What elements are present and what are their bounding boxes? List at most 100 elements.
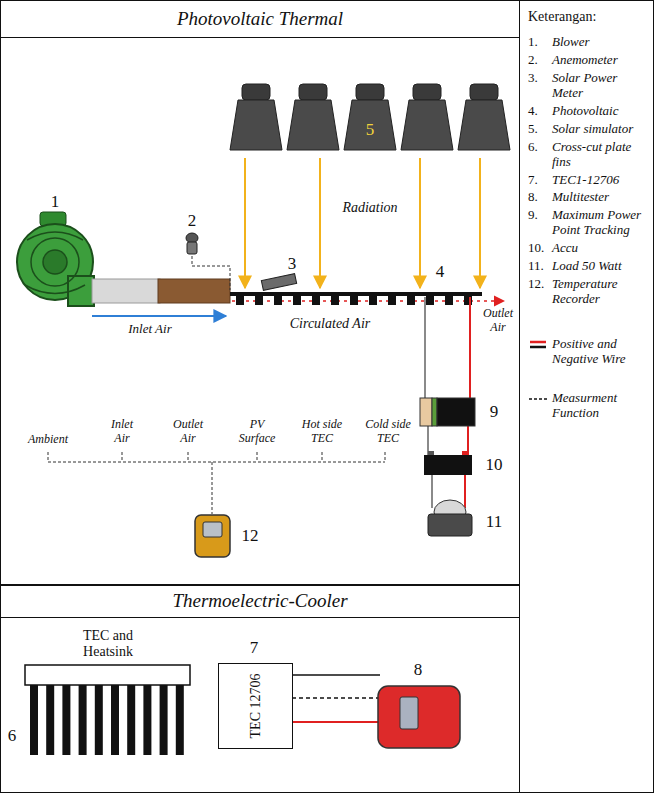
blower-rib [25,232,85,294]
legend-text: Measurment Function [552,391,647,421]
plate-fin [445,296,453,305]
measurement-point: Outlet Air [167,418,209,446]
part-name: Photovoltaic [552,104,647,119]
blower [17,212,94,306]
multitester [378,686,460,748]
circulated-air-arrow [232,300,504,302]
section-heading: Photovoltaic Thermal [1,1,519,38]
legend-panel: Keterangan:1.Blower2.Anemometer3.Solar P… [519,0,654,793]
callout-number: 9 [490,402,499,422]
plate-fin [236,296,244,305]
dashed-line-sample [529,398,547,400]
list-number: 7. [528,173,552,188]
plate-fin [369,296,377,305]
flow-label: Outlet Air [479,307,517,335]
mppt-strip [420,398,432,426]
plate-fin [350,296,358,305]
list-number: 4. [528,104,552,119]
solar-simulator [344,84,396,150]
list-number: 3. [528,71,552,101]
load [428,500,472,536]
measurement-point: Cold side TEC [362,418,414,446]
inlet-air-arrow [92,315,226,317]
recorder-body [195,515,230,557]
part-name: Maximum Power Point Tracking [552,208,647,238]
solar-simulator [287,84,339,150]
callout-number: 12 [242,526,259,546]
part-name: Solar simulator [552,122,647,137]
callout-number: 3 [288,254,297,274]
list-number: 5. [528,122,552,137]
section-heading: Keterangan: [520,1,653,35]
wire [292,674,380,676]
bracket-tick [188,452,189,462]
plate-fin [331,296,339,305]
radiation-arrow [319,158,321,288]
callout-number: 11 [486,512,502,532]
heatsink-fin [46,685,54,755]
heatsink-fin [79,685,87,755]
recorder-screen [203,522,222,537]
positive-wire-sample [530,341,546,344]
accu-terminal [428,451,434,455]
bracket-tick [122,452,123,462]
radiation-arrow [244,158,246,288]
measurement-point: Inlet Air [105,418,139,446]
anemometer-body [187,242,197,254]
part-name: TEC1-12706 [552,173,647,188]
legend: Positive and Negative WireMeasurment Fun… [520,337,653,421]
heatsink-fin [160,685,168,755]
mppt-body [437,398,475,426]
part-name: Load 50 Watt [552,259,647,274]
accu [424,451,472,475]
measurement-point: PV Surface [231,418,283,446]
solar-simulator [230,84,282,150]
plate-fin [426,296,434,305]
solar-simulator [458,84,510,150]
radiation-arrow [479,158,481,288]
negative-wire-sample [530,346,546,349]
lamp-body [401,100,453,150]
heatsink-fin [176,685,184,755]
solar-simulator [401,84,453,150]
part-name: Solar Power Meter [552,71,647,101]
flow-label: Radiation [342,200,397,216]
bracket-line [48,462,385,463]
tec-module-box: TEC 12706 [218,663,293,749]
wire [292,697,380,699]
plate-fin [274,296,282,305]
legend-sample [528,337,548,353]
measurement-point: Hot side TEC [297,418,347,446]
lamp-head [242,84,270,100]
callout-number: 5 [366,120,375,140]
multitester-screen [400,697,418,729]
callout-number: 4 [436,262,445,282]
legend-sample [528,391,548,407]
callout-number: 1 [51,192,60,212]
lamp-head [299,84,327,100]
lamp-body [344,100,396,150]
mppt [420,398,475,426]
list-number: 12. [528,277,552,307]
plate-fin [312,296,320,305]
section-panel: Thermoelectric-CoolerTEC 12706 [0,585,520,793]
plate-fin [388,296,396,305]
blower-rib [31,238,79,286]
duct [158,279,230,303]
measurement-line [192,256,230,290]
lamp-head [413,84,441,100]
flow-label: Circulated Air [290,316,371,332]
photovoltaic-panel [230,292,482,296]
wire [292,721,380,723]
heatsink-base [25,665,190,685]
parts-list: 1.Blower2.Anemometer3.Solar Power Meter4… [520,35,653,307]
heatsink-fin [111,685,119,755]
lamp-head [470,84,498,100]
mppt-strip [432,398,437,426]
measurement-line [212,462,213,514]
section-panel: Photovoltaic Thermal [0,0,520,585]
callout-number: 2 [188,211,197,231]
lamp-head [356,84,384,100]
plate-fin [407,296,415,305]
heatsink-fin [30,685,38,755]
